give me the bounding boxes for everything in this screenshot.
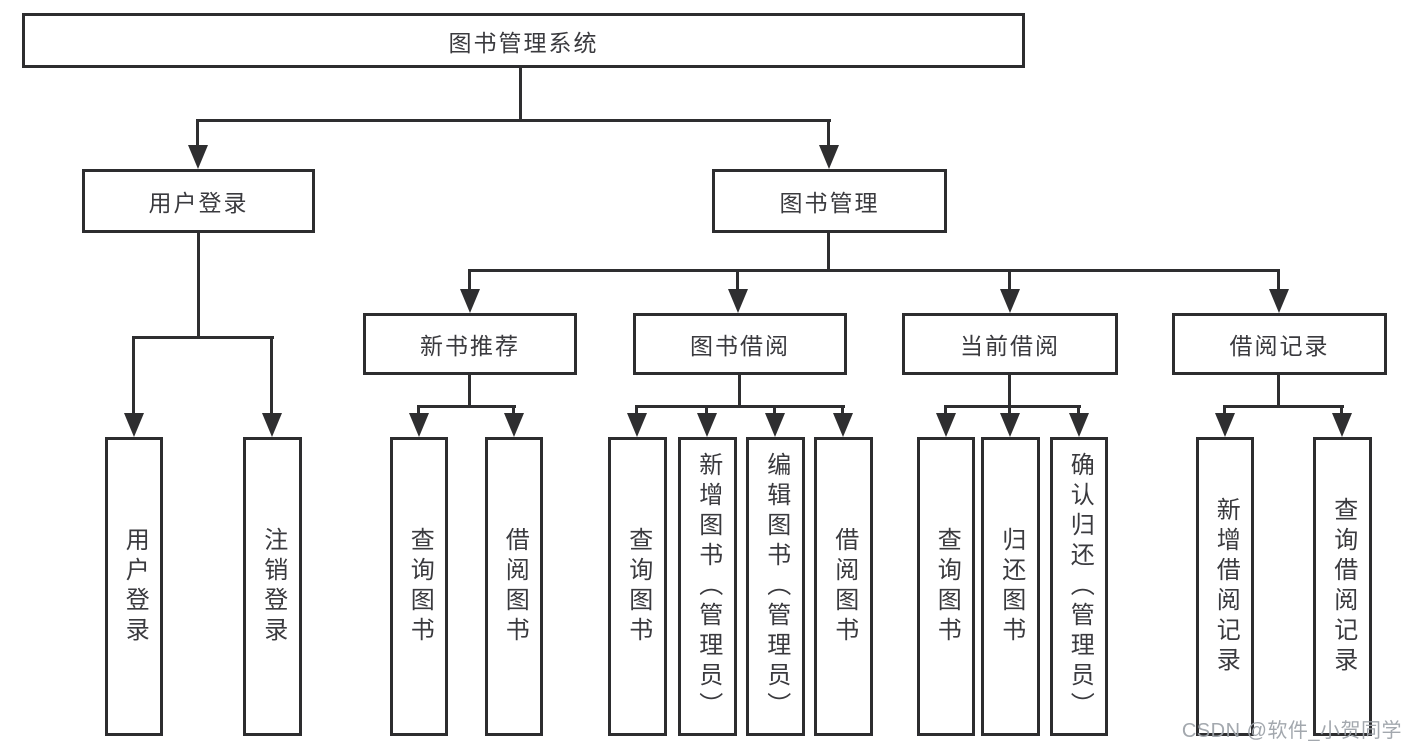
connector-line [132, 336, 274, 339]
leaf-cb-query-books: 查询图书 [917, 437, 975, 736]
arrow-down-icon [1269, 289, 1289, 313]
node-borrowing-records: 借阅记录 [1172, 313, 1387, 375]
arrow-down-icon [262, 413, 282, 437]
arrow-down-icon [697, 413, 717, 437]
connector-line [519, 68, 522, 121]
arrow-down-icon [1069, 413, 1089, 437]
leaf-bb-borrow-books: 借阅图书 [814, 437, 873, 736]
connector-line [196, 119, 831, 122]
arrow-down-icon [936, 413, 956, 437]
leaf-logout: 注销登录 [243, 437, 302, 736]
connector-line [1223, 405, 1226, 416]
leaf-bb-add-books-admin: 新增图书（管理员） [678, 437, 737, 736]
arrow-down-icon [819, 145, 839, 169]
arrow-down-icon [1215, 413, 1235, 437]
arrow-down-icon [728, 289, 748, 313]
connector-line [944, 405, 947, 416]
connector-line [468, 375, 471, 407]
leaf-user-login: 用户登录 [105, 437, 163, 736]
arrow-down-icon [627, 413, 647, 437]
connector-line [1277, 269, 1280, 292]
connector-line [635, 405, 638, 416]
connector-line [1008, 405, 1011, 416]
arrow-down-icon [460, 289, 480, 313]
connector-line [635, 405, 845, 408]
leaf-cb-return-books: 归还图书 [981, 437, 1040, 736]
connector-line [468, 269, 1280, 272]
node-book-borrowing: 图书借阅 [633, 313, 847, 375]
connector-line [827, 119, 830, 148]
leaf-br-add-record: 新增借阅记录 [1196, 437, 1254, 736]
leaf-bb-edit-books-admin: 编辑图书（管理员） [746, 437, 805, 736]
arrow-down-icon [124, 413, 144, 437]
connector-line [827, 233, 830, 272]
connector-line [512, 405, 515, 416]
leaf-br-query-record: 查询借阅记录 [1313, 437, 1372, 736]
arrow-down-icon [1000, 413, 1020, 437]
connector-line [1077, 405, 1080, 416]
connector-line [417, 405, 516, 408]
arrow-down-icon [833, 413, 853, 437]
arrow-down-icon [1332, 413, 1352, 437]
connector-line [196, 119, 199, 148]
connector-line [1340, 405, 1343, 416]
arrow-down-icon [188, 145, 208, 169]
leaf-bb-query-books: 查询图书 [608, 437, 667, 736]
node-new-book-recommend: 新书推荐 [363, 313, 577, 375]
watermark: CSDN @软件_小贺同学 [1181, 720, 1402, 742]
leaf-nb-query-books: 查询图书 [390, 437, 448, 736]
leaf-nb-borrow-books: 借阅图书 [485, 437, 543, 736]
connector-line [705, 405, 708, 416]
connector-line [1277, 375, 1280, 407]
arrow-down-icon [504, 413, 524, 437]
connector-line [944, 405, 1081, 408]
node-current-borrowing: 当前借阅 [902, 313, 1118, 375]
connector-line [468, 269, 471, 292]
connector-line [1008, 375, 1011, 407]
connector-line [773, 405, 776, 416]
node-user-login-branch: 用户登录 [82, 169, 315, 233]
connector-line [736, 269, 739, 292]
connector-line [841, 405, 844, 416]
node-library-management-system: 图书管理系统 [22, 13, 1025, 68]
connector-line [417, 405, 420, 416]
node-book-management: 图书管理 [712, 169, 947, 233]
leaf-cb-confirm-return-admin: 确认归还（管理员） [1050, 437, 1108, 736]
connector-line [738, 375, 741, 407]
arrow-down-icon [409, 413, 429, 437]
arrow-down-icon [1000, 289, 1020, 313]
connector-line [1223, 405, 1344, 408]
connector-line [132, 336, 135, 416]
connector-line [1008, 269, 1011, 292]
connector-line [270, 336, 273, 416]
arrow-down-icon [765, 413, 785, 437]
connector-line [197, 233, 200, 338]
